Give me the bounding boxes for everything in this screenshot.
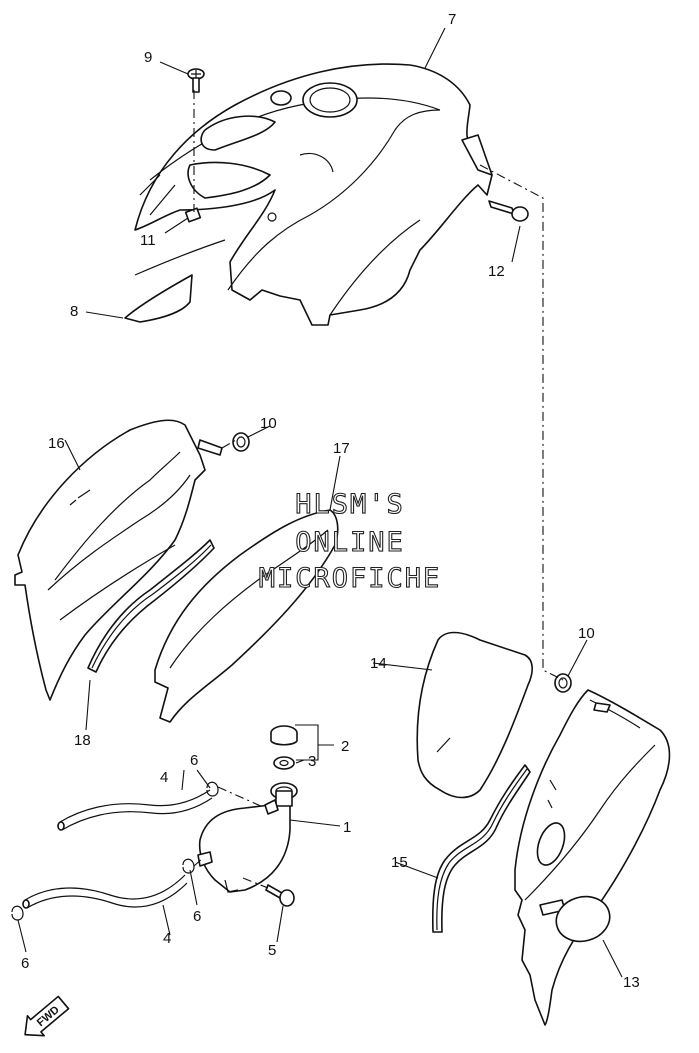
watermark: HLSM'S ONLINE MICROFICHE (258, 488, 442, 594)
hose-4-lower-part (22, 874, 188, 909)
clip-6-upper-part (206, 781, 219, 797)
emblem-panel-14-part (416, 631, 533, 799)
callout-17: 17 (333, 440, 350, 457)
clip-6-lower-part (11, 905, 24, 921)
leader-lines (17, 27, 623, 978)
inner-cover-17-part (154, 509, 339, 723)
callout-15: 15 (391, 854, 408, 871)
fwd-arrow-icon (24, 995, 70, 1037)
callout-3: 3 (308, 753, 316, 770)
callout-6-lower: 6 (21, 955, 29, 972)
callout-10-lower: 10 (578, 625, 595, 642)
callout-8: 8 (70, 303, 78, 320)
grommet-10-upper-part (232, 432, 250, 452)
callout-1: 1 (343, 819, 351, 836)
side-cover-right-part (514, 689, 671, 1026)
watermark-line-3: MICROFICHE (259, 563, 442, 594)
cap-2-part (270, 725, 298, 746)
callout-4-upper: 4 (160, 769, 168, 786)
emblem-outline-trace (134, 239, 226, 276)
callout-2: 2 (341, 738, 349, 755)
callout-18: 18 (74, 732, 91, 749)
callout-7: 7 (448, 11, 456, 28)
assembly-lines (193, 90, 564, 889)
round-emblem-13-part (555, 895, 611, 943)
callout-6-middle: 6 (193, 908, 201, 925)
callout-12: 12 (488, 263, 505, 280)
tank-cover-part (134, 63, 493, 326)
emblem-panel-14-stroke (436, 737, 451, 753)
fwd-direction-badge: FWD (24, 995, 70, 1037)
washer-3-part (273, 756, 295, 770)
callout-9: 9 (144, 49, 152, 66)
callout-6-upper: 6 (190, 752, 198, 769)
callout-4-lower: 4 (163, 930, 171, 947)
trim-strip-15-part (431, 764, 531, 933)
side-cover-left-part (14, 419, 223, 701)
grommet-10-lower-part (554, 673, 572, 693)
hose-4-upper-part (57, 789, 213, 831)
bolt-5-part (265, 884, 295, 907)
callout-labels: 7 9 11 12 8 10 16 17 10 14 18 2 3 6 4 1 … (21, 11, 640, 991)
callout-11: 11 (140, 232, 156, 249)
tank-emblem-part (124, 274, 193, 323)
trim-strip-18-part (87, 539, 215, 673)
clip-6-middle-part (182, 858, 195, 874)
callout-5: 5 (268, 942, 276, 959)
callout-10-upper: 10 (260, 415, 277, 432)
trim-strip-18-inner (91, 544, 212, 669)
trim-strip-15-inner (436, 768, 528, 931)
callout-13: 13 (623, 974, 640, 991)
watermark-line-1: HLSM'S (295, 489, 405, 520)
reservoir-tank-part (197, 782, 298, 893)
screw-9-part (187, 68, 205, 93)
nut-11-part (184, 207, 202, 223)
bolt-12-part (488, 200, 529, 222)
callout-14: 14 (370, 655, 387, 672)
watermark-line-2: ONLINE (295, 527, 405, 558)
callout-16: 16 (48, 435, 65, 452)
